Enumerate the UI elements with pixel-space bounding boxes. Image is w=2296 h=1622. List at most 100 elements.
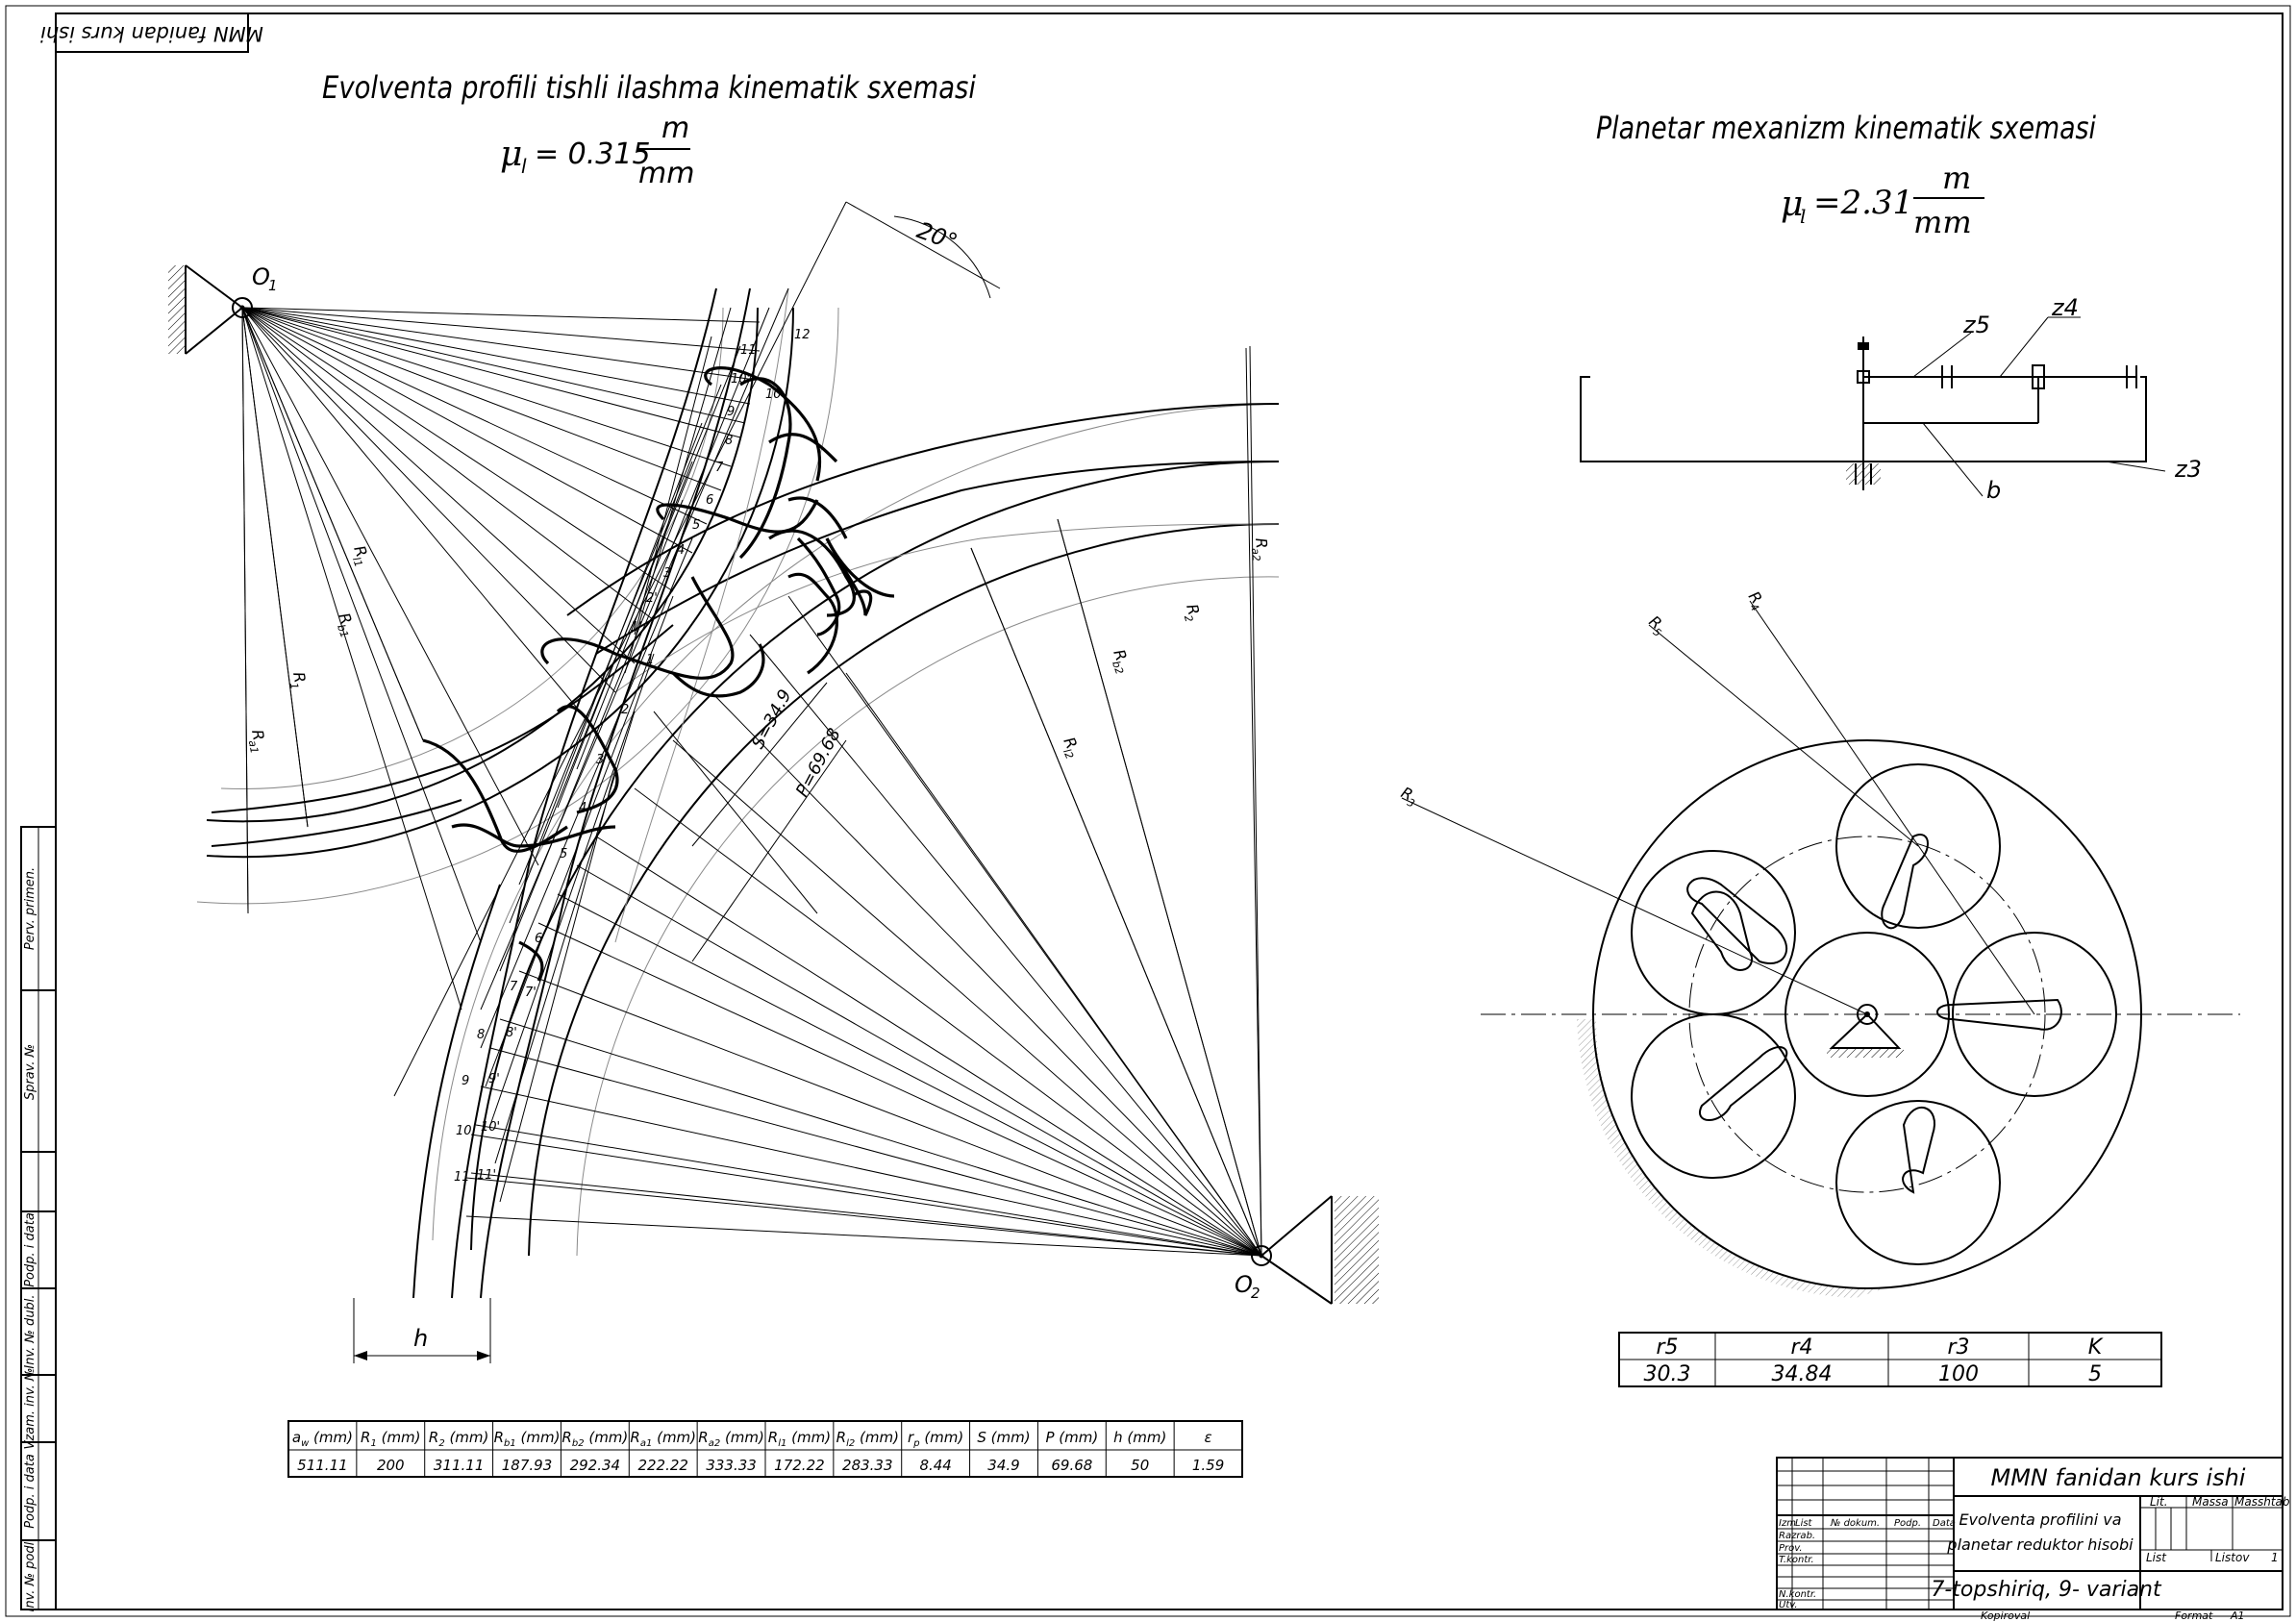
- label-z4: z4: [2051, 294, 2079, 321]
- upper-point-numbers: 12 11 10' 10 9 8 7 6 5 4 3 2' 1': [631, 328, 811, 635]
- gear-table-value: 283.33: [842, 1457, 893, 1474]
- svg-text:K: K: [2088, 1335, 2104, 1360]
- svg-text:O: O: [252, 263, 270, 290]
- svg-text:1: 1: [646, 653, 654, 667]
- svg-text:T.kontr.: T.kontr.: [1779, 1555, 1814, 1565]
- svg-text:3: 3: [1405, 796, 1416, 811]
- svg-text:2: 2: [1251, 1285, 1260, 1302]
- svg-text:11: 11: [740, 343, 757, 358]
- svg-text:7: 7: [715, 461, 724, 475]
- planet-scale: μ l =2.31 m mm: [1781, 160, 1984, 240]
- svg-text:4: 4: [677, 543, 685, 558]
- svg-text:9: 9: [727, 405, 735, 419]
- gear-table-header: Rl2 (mm): [836, 1429, 899, 1449]
- svg-text:N.kontr.: N.kontr.: [1779, 1589, 1816, 1600]
- gear-table-value: 34.9: [987, 1457, 1019, 1474]
- outer-frame: [5, 5, 2291, 1617]
- svg-text:a2: a2: [1249, 548, 1262, 562]
- label-b: b: [1986, 477, 2001, 504]
- svg-text:5: 5: [560, 847, 567, 861]
- svg-text:10: 10: [765, 387, 782, 402]
- svg-text:m: m: [661, 112, 689, 145]
- side-label-0: Perv. primen.: [23, 867, 37, 950]
- gear-section: Evolventa profili tishli ilashma kinemat…: [168, 69, 1379, 1363]
- lower-point-numbers: 1 2 3 4 5 6 7 7' 8 8' 9 9' 10 10' 11 11': [454, 653, 654, 1185]
- ground-o2: O 2: [1235, 1195, 1379, 1305]
- svg-text:=2.31: =2.31: [1813, 184, 1913, 222]
- svg-text:List: List: [1795, 1518, 1813, 1529]
- side-label-4: Vzam. inv. №: [23, 1368, 37, 1450]
- svg-text:1: 1: [268, 277, 278, 294]
- svg-text:1: 1: [2271, 1551, 2279, 1564]
- pressure-angle: 20°: [913, 216, 961, 256]
- svg-text:8: 8: [725, 434, 733, 448]
- svg-text:5: 5: [692, 518, 700, 533]
- svg-text:Lit.: Lit.: [2150, 1495, 2168, 1509]
- svg-text:r4: r4: [1790, 1335, 1812, 1360]
- svg-text:2': 2': [646, 591, 658, 606]
- tb-task: 7-topshiriq, 9- variant: [1931, 1578, 2162, 1602]
- svg-text:6: 6: [535, 932, 542, 946]
- gear-table-header: R2 (mm): [429, 1429, 489, 1449]
- svg-text:2: 2: [1182, 613, 1195, 623]
- svg-text:2: 2: [621, 703, 629, 717]
- svg-text:100: 100: [1938, 1362, 1979, 1386]
- svg-text:Massa: Massa: [2192, 1495, 2229, 1509]
- svg-text:mm: mm: [1913, 204, 1972, 240]
- kinematic-scheme: z5 z4 b z3: [1580, 294, 2202, 504]
- svg-text:R: R: [1252, 537, 1271, 550]
- svg-text:3: 3: [596, 753, 604, 767]
- svg-text:11: 11: [454, 1170, 470, 1185]
- svg-text:l1: l1: [350, 556, 365, 569]
- svg-text:7: 7: [510, 980, 518, 994]
- svg-text:7': 7': [525, 986, 537, 1000]
- svg-text:8': 8': [506, 1026, 517, 1040]
- svg-text:l2: l2: [1061, 747, 1076, 761]
- svg-text:O: O: [1235, 1271, 1253, 1298]
- svg-text:Razrab.: Razrab.: [1779, 1531, 1815, 1541]
- svg-text:8: 8: [477, 1028, 485, 1042]
- title-block: MMN fanidan kurs ishi Evolventa profilin…: [1776, 1457, 2290, 1622]
- svg-text:l: l: [1800, 205, 1806, 228]
- svg-text:34.84: 34.84: [1772, 1362, 1833, 1386]
- label-z5: z5: [1962, 312, 1990, 338]
- svg-text:11': 11': [477, 1168, 496, 1183]
- gear-table-header: Ra2 (mm): [698, 1429, 764, 1449]
- svg-text:r5: r5: [1656, 1335, 1678, 1360]
- svg-text:6: 6: [706, 493, 713, 508]
- side-label-2: Podp. i data: [23, 1212, 37, 1287]
- gear-table-header: P (mm): [1045, 1429, 1098, 1446]
- svg-text:Listov: Listov: [2215, 1551, 2250, 1564]
- top-stamp-text: MMN fanidan kurs ishi: [40, 22, 263, 45]
- planet-section: Planetar mexanizm kinematik sxemasi μ l …: [1398, 110, 2240, 1387]
- gear-table-value: 511.11: [297, 1457, 348, 1474]
- gear-table-header: Rb2 (mm): [562, 1429, 628, 1449]
- gear-table-value: 187.93: [502, 1457, 553, 1474]
- svg-text:List: List: [2146, 1551, 2167, 1564]
- svg-text:1: 1: [287, 682, 301, 690]
- svg-text:3: 3: [663, 566, 671, 581]
- svg-text:Utv.: Utv.: [1779, 1600, 1798, 1610]
- svg-text:9: 9: [462, 1074, 469, 1088]
- gear-table-value: 172.22: [774, 1457, 825, 1474]
- gear-table-header: R1 (mm): [361, 1429, 421, 1449]
- gear1-radius-labels: R a1 R 1 R b1 R l1: [246, 543, 371, 755]
- tb-desc2: planetar reduktor hisobi: [1946, 1535, 2134, 1554]
- gear-table-header: Rb1 (mm): [494, 1429, 561, 1449]
- svg-text:Kopiroval: Kopiroval: [1981, 1610, 2030, 1622]
- svg-text:= 0.315: = 0.315: [535, 137, 651, 171]
- gear-table-header: ε: [1205, 1429, 1212, 1446]
- side-label-6: Inv. № podl.: [23, 1538, 37, 1612]
- svg-text:4: 4: [579, 801, 586, 815]
- side-label-1: Sprav. №: [23, 1044, 37, 1100]
- svg-text:Prov.: Prov.: [1779, 1543, 1803, 1554]
- svg-text:30.3: 30.3: [1644, 1362, 1691, 1386]
- gear-table-value: 333.33: [706, 1457, 757, 1474]
- svg-text:R: R: [248, 728, 268, 741]
- gear-table: aw (mm)R1 (mm)R2 (mm)Rb1 (mm)Rb2 (mm)Ra1…: [287, 1420, 1243, 1478]
- h-dimension: h: [353, 1298, 491, 1363]
- gear-table-value: 222.22: [637, 1457, 688, 1474]
- svg-text:m: m: [1942, 160, 1971, 196]
- label-z3: z3: [2174, 456, 2202, 483]
- svg-text:№ dokum.: № dokum.: [1830, 1518, 1880, 1529]
